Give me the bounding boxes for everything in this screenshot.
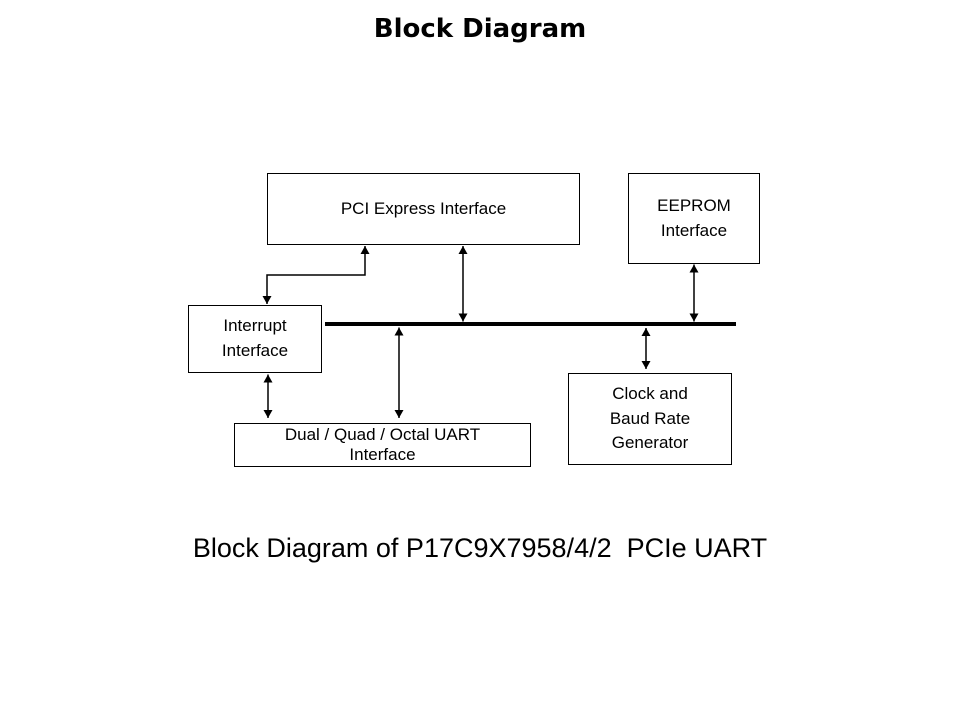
box-label-interrupt: Interrupt Interface (221, 316, 289, 360)
box-label-eeprom: EEPROM Interface (657, 195, 731, 240)
arrow-pci-interrupt (262, 246, 370, 304)
box-eeprom-interface: EEPROM Interface (628, 173, 760, 264)
box-uart-interface: Dual / Quad / Octal UART Interface (234, 423, 531, 467)
box-label-pci-express: PCI Express Interface (340, 198, 507, 218)
box-clock-baud-generator: Clock and Baud Rate Generator (568, 373, 732, 465)
box-label-uart: Dual / Quad / Octal UART Interface (284, 424, 481, 464)
diagram-title: Block Diagram (373, 14, 587, 44)
box-pci-express-interface: PCI Express Interface (267, 173, 580, 245)
box-interrupt-interface: Interrupt Interface (188, 305, 322, 373)
diagram-caption: Block Diagram of P17C9X7958/4/2 PCIe UAR… (192, 533, 768, 563)
box-label-clock-baud: Clock and Baud Rate Generator (609, 384, 691, 453)
